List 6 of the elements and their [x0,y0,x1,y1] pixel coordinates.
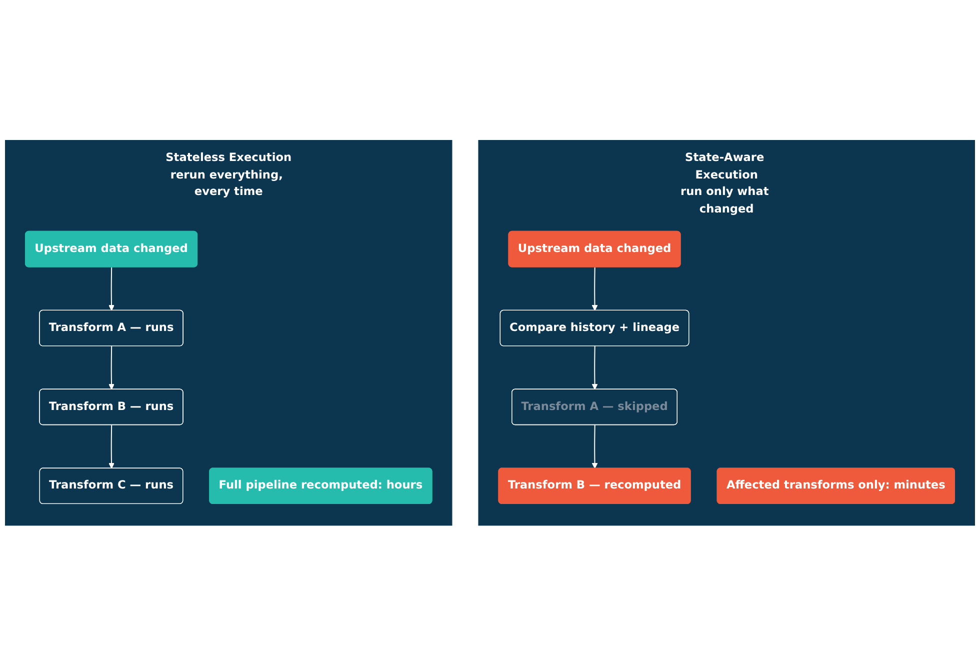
arrow [108,345,114,390]
arrow [592,345,598,390]
arrow [108,424,114,468]
arrow [108,266,114,310]
arrow [592,424,598,468]
arrow [592,266,598,310]
